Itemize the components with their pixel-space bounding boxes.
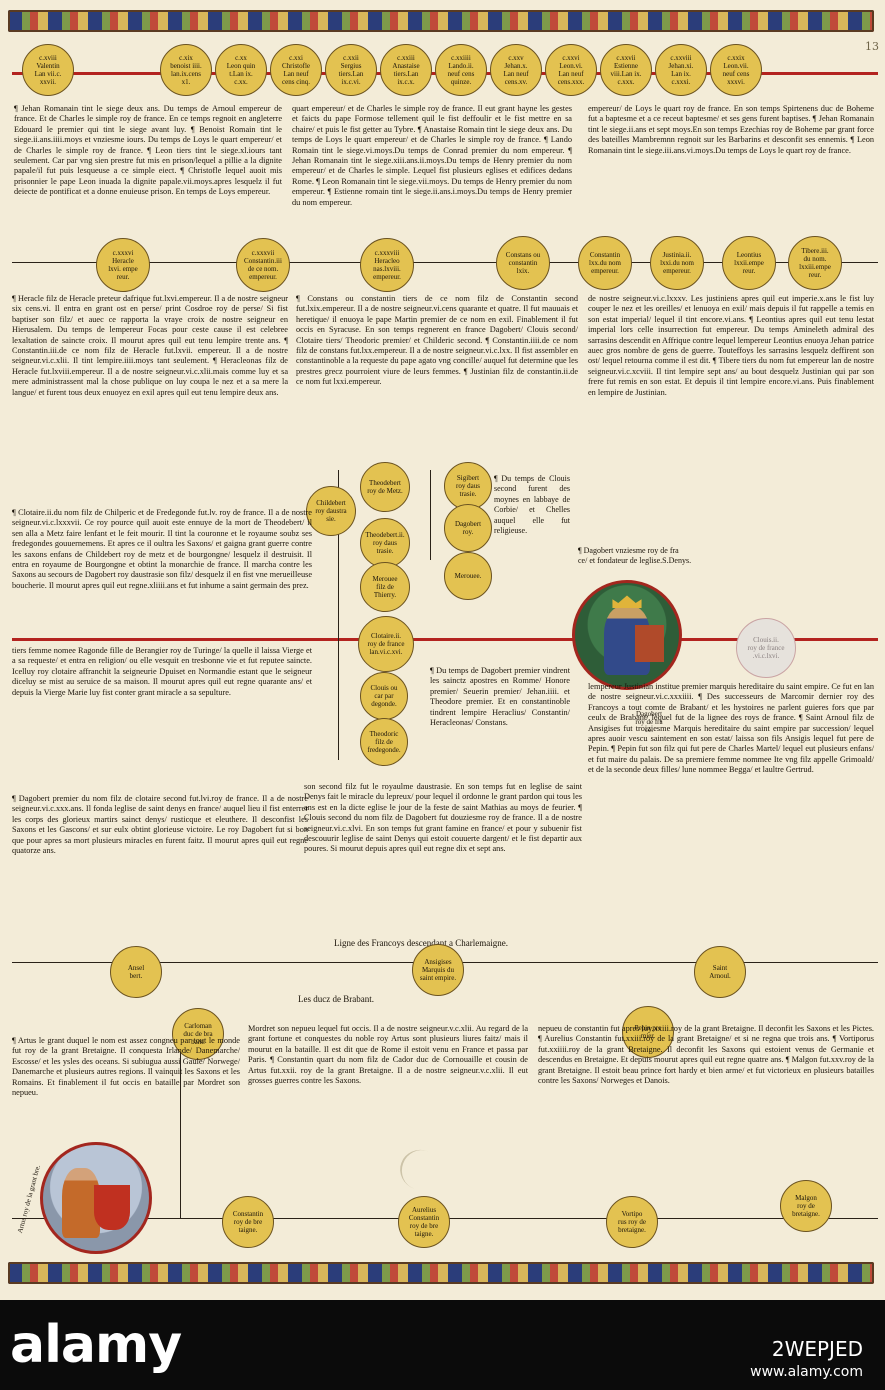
text-block: lempereur Justinian institue premier mar… <box>588 682 874 934</box>
lineage-circle: Merouee filz de Thierry. <box>360 562 410 612</box>
lineage-circle: Theodebert.ii. roy daus trasie. <box>360 518 410 568</box>
lineage-circle: c.xxiiii Lando.ii. neuf cens quinze. <box>435 44 487 96</box>
lineage-circle: Carloman duc de bra bant. <box>172 1008 224 1060</box>
image-id: 2WEPJED <box>771 1337 863 1361</box>
paragraph: Mordret son nepueu lequel fut occis. Il … <box>248 1024 528 1086</box>
text-block: ¶ Du temps de Dagobert premier vindrent … <box>430 666 570 766</box>
lineage-circle: c.xviii Valentin Lan vii.c. xxvii. <box>22 44 74 96</box>
paragraph: empereur/ de Loys le quart roy de france… <box>588 104 874 155</box>
section-heading: Ligne des Francoys descendant a Charlema… <box>334 938 508 948</box>
paragraph: tiers femme nomee Ragonde fille de Beran… <box>12 646 312 697</box>
paragraph: ¶ Heracle filz de Heracle preteur dafriq… <box>12 294 288 397</box>
paragraph: ¶ Constans ou constantin tiers de ce nom… <box>296 294 578 387</box>
text-block: son second filz fut le royaulme daustras… <box>304 782 582 920</box>
side-caption: Artus roy de la grant bre. <box>16 1164 42 1235</box>
king-portrait <box>572 580 682 690</box>
lineage-circle: Constantin lxx.du nom empereur. <box>578 236 632 290</box>
lineage-circle: Tibere.iii. du nom. lxxiii.empe reur. <box>788 236 842 290</box>
paragraph: nepueu de constantin fut apres luy.xxiii… <box>538 1024 874 1086</box>
lineage-circle: c.xxvi Leon.vi. Lan neuf cens.xxx. <box>545 44 597 96</box>
lineage-circle: Leontius lxxii.empe reur. <box>722 236 776 290</box>
paragraph: ¶ Du temps de Dagobert premier vindrent … <box>430 666 570 728</box>
text-block: ¶ Heracle filz de Heracle preteur dafriq… <box>12 294 288 499</box>
paragraph: quart empereur/ et de Charles le simple … <box>292 104 572 207</box>
text-block: nepueu de constantin fut apres luy.xxiii… <box>538 1024 874 1204</box>
shield-icon <box>93 1185 130 1230</box>
document-page: 13 c.xviii Valentin Lan vii.c. xxvii. c.x… <box>0 0 885 1300</box>
tree-branch <box>338 470 339 760</box>
text-block: ¶ Constans ou constantin tiers de ce nom… <box>296 294 578 449</box>
dagobert-caption: ¶ Dagobert vnziesme roy de fra ce/ et fo… <box>578 546 692 565</box>
lineage-circle: Justinia.ii. lxxi.du nom empereur. <box>650 236 704 290</box>
lineage-circle: Vortipo rus roy de bretaigne. <box>606 1196 658 1248</box>
text-block: empereur/ de Loys le quart roy de france… <box>588 104 874 244</box>
text-block: ¶ Jehan Romanain tint le siege deux ans.… <box>14 104 282 244</box>
lineage-circle: c.xxvii Estienne viii.Lan ix. c.xxx. <box>600 44 652 96</box>
portrait-caption: Dagobert roy de fra ce. <box>635 710 663 734</box>
text-block: ¶ Clotaire.ii.du nom filz de Chilperic e… <box>12 508 312 634</box>
lineage-circle: Ansigises Marquis du saint empire. <box>412 944 464 996</box>
decorative-bottom-border <box>8 1262 874 1284</box>
lineage-circle: Merouee. <box>444 552 492 600</box>
lineage-circle: Saint Arnoul. <box>694 946 746 998</box>
lineage-circle: Theodebert roy de Metz. <box>360 462 410 512</box>
lineage-circle: c.xix benoist iiii. lan.ix.cens x1. <box>160 44 212 96</box>
lineage-circle: Pepin pre mier. <box>622 1006 674 1058</box>
lineage-circle: c.xxii Sergius tiers.Lan ix.c.vi. <box>325 44 377 96</box>
lineage-circle: Childebert roy daustra sie. <box>306 486 356 536</box>
lineage-circle: Constans ou constantin lxix. <box>496 236 550 290</box>
lineage-line <box>12 638 878 641</box>
watermark-logo: alamy <box>10 1315 182 1375</box>
text-block: ¶ Artus le grant duquel le nom est assez… <box>12 1036 240 1136</box>
lineage-circle: Malgon roy de bretaigne. <box>780 1180 832 1232</box>
site-url: www.alamy.com <box>750 1364 863 1380</box>
lineage-circle: c.xxxvi Heracle lxvi. empe reur. <box>96 238 150 292</box>
lineage-circle: c.xxv Jehan.x. Lan neuf cens.xv. <box>490 44 542 96</box>
lineage-circle: c.xxiii Anastaise tiers.Lan ix.c.x. <box>380 44 432 96</box>
lineage-circle: c.xxxvii Constantin.iii de ce nom. emper… <box>236 238 290 292</box>
lineage-circle: c.xxxviii Heracleo nas.lxviii. empereur. <box>360 238 414 292</box>
lineage-circle: Theodoric filz de fredegonde. <box>360 718 408 766</box>
tree-branch <box>430 470 431 560</box>
text-block: Mordret son nepueu lequel fut occis. Il … <box>248 1024 528 1214</box>
lineage-line <box>12 262 878 263</box>
paragraph: ¶ Dagobert premier du nom filz de clotai… <box>12 794 308 856</box>
lineage-circle: Clouis ou car par degonde. <box>360 672 408 720</box>
lineage-circle: Aurelius Constantin roy de bre taigne. <box>398 1196 450 1248</box>
middle-note: ¶ Du temps de Clouis second furent des m… <box>494 474 570 584</box>
paragraph: ¶ Artus le grant duquel le nom est assez… <box>12 1036 240 1098</box>
lineage-circle: c.xx Leon quin t.Lan ix. c.xx. <box>215 44 267 96</box>
paragraph: de nostre seigneur.vi.c.lxxxv. Les justi… <box>588 294 874 397</box>
section-subheading: Les ducz de Brabant. <box>298 994 374 1004</box>
lineage-circle: Ansel bert. <box>110 946 162 998</box>
paragraph: ¶ Du temps de Clouis second furent des m… <box>494 474 570 536</box>
text-block: ¶ Dagobert premier du nom filz de clotai… <box>12 794 308 934</box>
lineage-circle: c.xxix Leon.vii. neuf cens xxxvi. <box>710 44 762 96</box>
lineage-circle: Dagobert roy. <box>444 504 492 552</box>
text-block: tiers femme nomee Ragonde fille de Beran… <box>12 646 312 784</box>
lineage-circle: c.xxi Christofle Lan neuf cens cinq. <box>270 44 322 96</box>
paragraph: lempereur Justinian institue premier mar… <box>588 682 874 775</box>
king-artus-portrait <box>40 1142 152 1254</box>
lineage-circle: c.xxviii Jehan.xi. Lan ix. c.xxxi. <box>655 44 707 96</box>
paragraph: son second filz fut le royaulme daustras… <box>304 782 582 854</box>
paragraph: ¶ Jehan Romanain tint le siege deux ans.… <box>14 104 282 197</box>
text-block: quart empereur/ et de Charles le simple … <box>292 104 572 244</box>
text-block: de nostre seigneur.vi.c.lxxxv. Les justi… <box>588 294 874 499</box>
page-number: 13 <box>865 40 879 53</box>
church-icon <box>635 624 665 663</box>
lineage-circle: Constantin roy de bre taigne. <box>222 1196 274 1248</box>
decorative-top-border <box>8 10 874 32</box>
watermark-footer <box>0 1300 885 1390</box>
paragraph: ¶ Clotaire.ii.du nom filz de Chilperic e… <box>12 508 312 590</box>
tree-branch <box>180 1040 181 1218</box>
lineage-circle: Clotaire.ii. roy de france lan.vi.c.xvi. <box>358 616 414 672</box>
crown-icon <box>612 595 642 608</box>
lineage-circle: Sigibert roy daus trasie. <box>444 462 492 510</box>
lineage-circle: Clouis.ii. roy de france .vi.c.lxvi. <box>736 618 796 678</box>
